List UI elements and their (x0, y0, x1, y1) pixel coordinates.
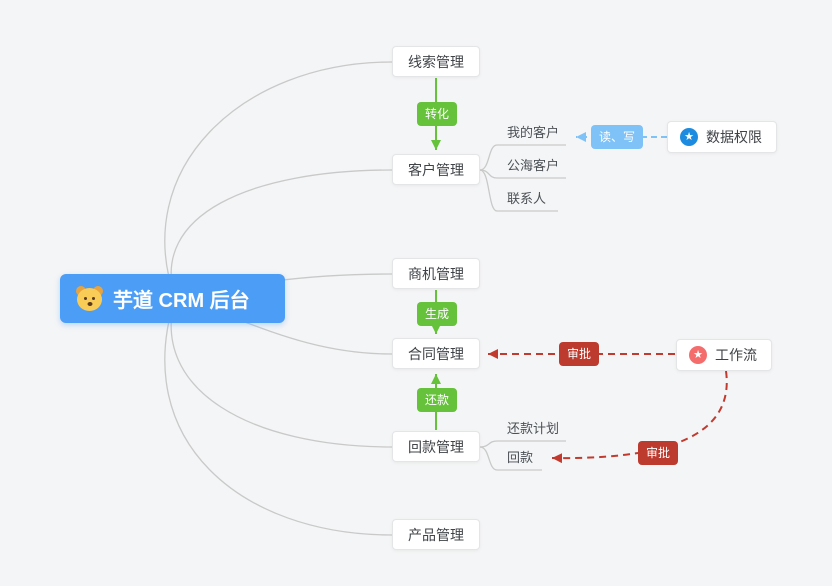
node-customer-management[interactable]: 客户管理 (392, 154, 480, 185)
edge-label-read-write: 读、写 (591, 125, 644, 149)
connector-customers-public-customers (479, 169, 566, 179)
connector-receivables-receipt (479, 446, 542, 471)
node-label: 客户管理 (408, 161, 464, 178)
connector-receivables-repayment-plan (479, 440, 566, 448)
node-label: 工作流 (715, 347, 757, 363)
connector-root-products (164, 297, 393, 536)
edge-label-approve-receipt: 审批 (638, 441, 679, 465)
node-leads-management[interactable]: 线索管理 (392, 46, 480, 77)
connector-root-leads (164, 61, 393, 299)
node-workflow[interactable]: ★ 工作流 (676, 339, 772, 371)
node-opportunity-management[interactable]: 商机管理 (392, 258, 480, 289)
root-node-crm-backend[interactable]: 芋道 CRM 后台 (60, 274, 285, 323)
node-my-customers[interactable]: 我的客户 (507, 125, 560, 140)
edge-label-repay: 还款 (417, 388, 458, 412)
node-label: 商机管理 (408, 265, 464, 282)
star-icon: ★ (680, 128, 698, 146)
root-node-label: 芋道 CRM 后台 (113, 290, 250, 312)
node-receivable-management[interactable]: 回款管理 (392, 431, 480, 462)
node-receipt[interactable]: 回款 (507, 450, 534, 465)
connector-customers-contacts (479, 169, 558, 212)
connector-customers-my-customers (479, 144, 566, 171)
star-icon: ★ (689, 346, 707, 364)
edge-label-convert: 转化 (417, 102, 458, 126)
node-repayment-plan[interactable]: 还款计划 (507, 421, 560, 436)
dog-face-icon (76, 286, 103, 311)
edge-label-generate: 生成 (417, 302, 458, 326)
node-label: 数据权限 (706, 129, 762, 145)
edge-label-approve-contract: 审批 (559, 342, 600, 366)
node-label: 线索管理 (408, 53, 464, 70)
node-label: 合同管理 (408, 345, 464, 362)
node-label: 产品管理 (408, 526, 464, 543)
node-product-management[interactable]: 产品管理 (392, 519, 480, 550)
node-public-sea-customers[interactable]: 公海客户 (507, 158, 560, 173)
node-label: 回款管理 (408, 438, 464, 455)
node-data-permission[interactable]: ★ 数据权限 (667, 121, 777, 153)
connector-root-receivables (170, 297, 393, 448)
node-contacts[interactable]: 联系人 (507, 191, 547, 206)
node-contract-management[interactable]: 合同管理 (392, 338, 480, 369)
connector-root-customers (170, 169, 393, 299)
